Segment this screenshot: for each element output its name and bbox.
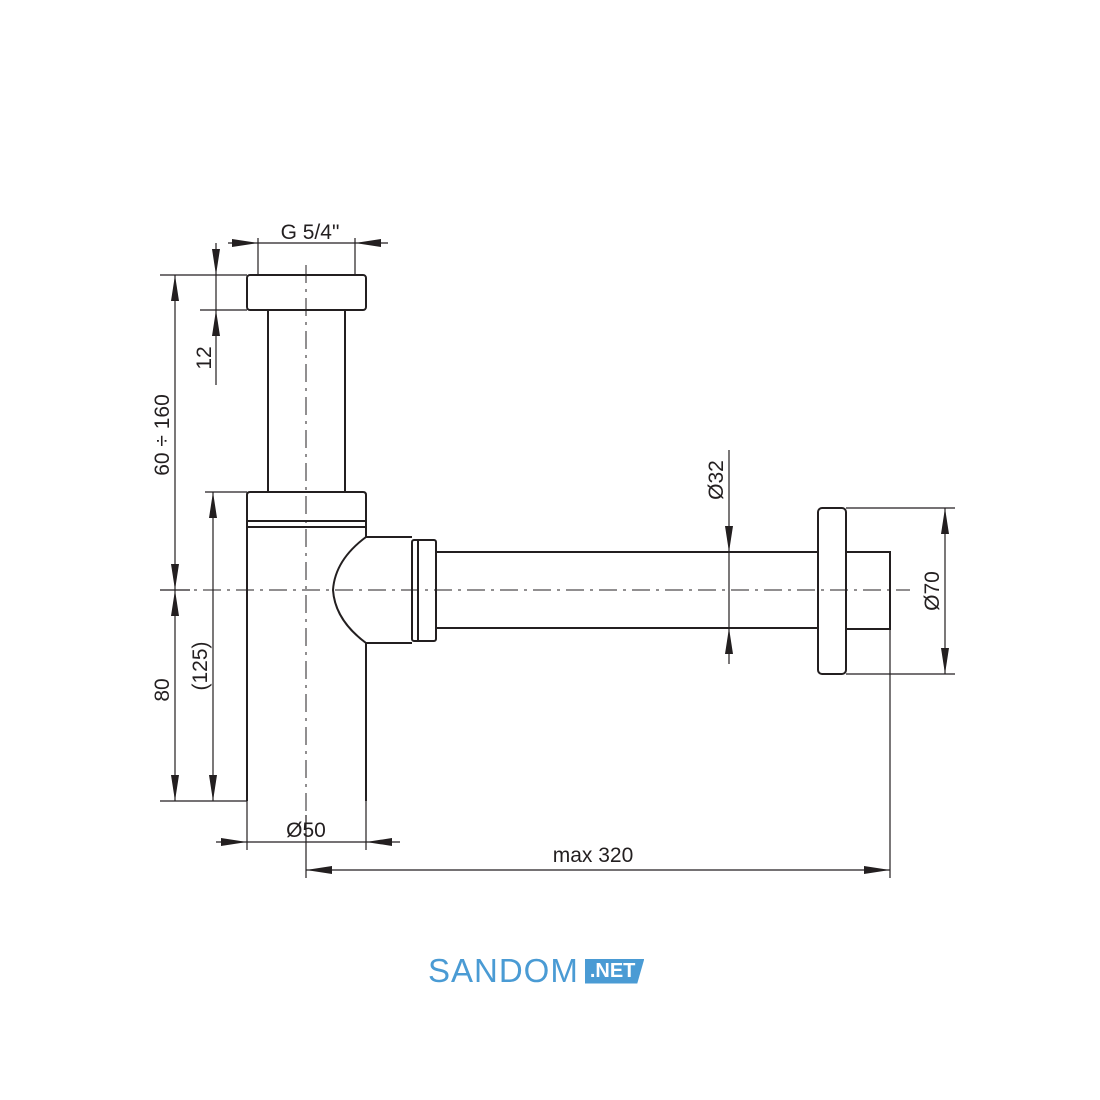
sandom-logo: SANDOM .NET <box>428 951 645 991</box>
dimension-outlet-diameter: Ø32 <box>705 460 728 500</box>
elbow-connector <box>331 536 412 644</box>
dimension-lines <box>160 238 955 878</box>
dimension-cap-height: 12 <box>193 346 216 369</box>
dimension-flange-diameter: Ø70 <box>921 571 944 611</box>
dimension-body-height: (125) <box>189 641 212 690</box>
cylinder-body <box>246 491 367 801</box>
logo-suffix: .NET <box>584 958 645 984</box>
center-lines <box>170 265 910 815</box>
siphon-body <box>246 274 891 801</box>
dimension-outlet-height: 80 <box>151 678 174 701</box>
logo-name: SANDOM <box>428 952 579 989</box>
arrowheads <box>171 239 949 874</box>
dimension-body-diameter: Ø50 <box>286 819 326 842</box>
dimension-max-length: max 320 <box>553 844 634 867</box>
dimension-adjust-range: 60 ÷ 160 <box>151 394 174 476</box>
wall-flange <box>817 507 847 675</box>
dimension-thread: G 5/4" <box>281 221 340 244</box>
